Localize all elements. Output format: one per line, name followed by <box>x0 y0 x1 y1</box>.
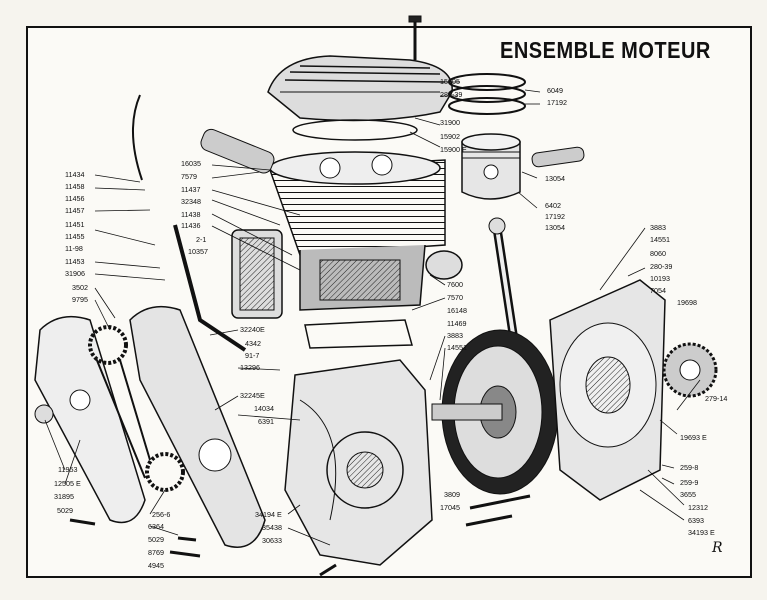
part-label: 11-98 <box>65 244 83 253</box>
part-label: 280-39 <box>650 262 673 271</box>
head-gasket <box>292 119 418 141</box>
part-label: 13054 <box>545 223 565 232</box>
outer-side-cover <box>34 315 146 524</box>
part-label: 30633 <box>262 536 282 545</box>
part-label: 8769 <box>148 548 164 557</box>
part-label: 10357 <box>188 247 208 256</box>
exhaust-stub <box>200 128 275 174</box>
part-label: 11469 <box>447 319 467 328</box>
part-label: 3883 <box>447 331 463 340</box>
part-label: 12312 <box>688 503 708 512</box>
part-label: 17192 <box>547 98 567 107</box>
part-label: 14551 <box>650 235 670 244</box>
bolts <box>69 494 531 577</box>
part-label: 32240E <box>240 325 265 334</box>
part-label: 19698 <box>677 298 697 307</box>
part-label: 3655 <box>680 490 696 499</box>
part-label: 279-14 <box>705 394 728 403</box>
part-label: 6402 <box>545 201 561 210</box>
part-label: 91-7 <box>245 351 260 360</box>
part-label: 12505 E <box>54 479 81 488</box>
part-label: 13296 <box>240 363 260 372</box>
part-label: 11455 <box>65 232 85 241</box>
part-label: 7600 <box>447 280 463 289</box>
piston <box>461 133 521 200</box>
part-label: 17045 <box>440 503 460 512</box>
part-label: 6049 <box>547 86 563 95</box>
part-label: 5029 <box>57 506 73 515</box>
chain-case-cover <box>129 305 266 548</box>
part-label: 17192 <box>545 212 565 221</box>
part-label: 11437 <box>181 185 201 194</box>
part-label: 256-6 <box>152 510 171 519</box>
drive-chain <box>88 325 185 492</box>
part-label: 19693 E <box>680 433 707 442</box>
part-label: 4945 <box>148 561 164 570</box>
part-label: 15902 <box>440 132 460 141</box>
part-label: 7579 <box>181 172 197 181</box>
part-label: 31900 <box>440 118 460 127</box>
part-label: 7054 <box>650 286 666 295</box>
part-label: 16148 <box>447 306 467 315</box>
part-label: 31906 <box>65 269 85 278</box>
part-label: 6364 <box>148 522 164 531</box>
part-label: 11434 <box>65 170 85 179</box>
part-label: 11451 <box>65 220 85 229</box>
part-label: 3809 <box>444 490 460 499</box>
part-label: 11457 <box>65 206 85 215</box>
wrist-pin <box>531 146 585 168</box>
part-label: 35438 <box>262 523 282 532</box>
part-label: 15900 E <box>440 145 467 154</box>
part-label: 16035 <box>181 159 201 168</box>
leader-lines <box>44 81 701 546</box>
diagram-title: ENSEMBLE MOTEUR <box>500 38 711 64</box>
part-label: 10193 <box>650 274 670 283</box>
crankshaft-flywheels <box>431 329 559 495</box>
base-gasket <box>304 319 413 349</box>
part-label: 5029 <box>148 535 164 544</box>
artist-signature: R <box>712 540 723 556</box>
part-label: 14551 <box>447 343 467 352</box>
part-label: 7570 <box>447 293 463 302</box>
part-label: 259-9 <box>680 478 699 487</box>
throttle-cable <box>132 94 143 181</box>
part-label: 14034 <box>254 404 274 413</box>
part-label: 4342 <box>245 339 261 348</box>
left-crankcase-half <box>284 359 433 566</box>
cylinder-barrel <box>268 151 446 311</box>
part-label: 15905 <box>440 77 460 86</box>
part-label: 31895 <box>54 492 74 501</box>
part-label: 32245E <box>240 391 265 400</box>
part-label: 32348 <box>181 197 201 206</box>
part-label: 6391 <box>258 417 274 426</box>
part-label: 34194 E <box>255 510 282 519</box>
part-label: 11436 <box>181 221 201 230</box>
kickstart-lever <box>173 224 247 352</box>
part-label: 3883 <box>650 223 666 232</box>
part-label: 9795 <box>72 295 88 304</box>
part-label: 259-8 <box>680 463 699 472</box>
right-crankcase-half <box>549 279 666 501</box>
part-label: 11458 <box>65 182 85 191</box>
part-label: 280-39 <box>440 90 463 99</box>
part-label: 6393 <box>688 516 704 525</box>
part-label: 3502 <box>72 283 88 292</box>
cylinder-head <box>267 15 453 122</box>
part-label: 2-1 <box>196 235 207 244</box>
part-label: 11438 <box>181 210 201 219</box>
part-label: 34193 E <box>688 528 715 537</box>
carburettor-flange <box>425 250 463 280</box>
part-label: 11953 <box>58 465 78 474</box>
part-label: 13054 <box>545 174 565 183</box>
spark-plug-cover <box>231 229 283 319</box>
part-label: 8060 <box>650 249 666 258</box>
timing-gear-assembly <box>662 342 718 398</box>
part-label: 11453 <box>65 257 85 266</box>
part-label: 11456 <box>65 194 85 203</box>
